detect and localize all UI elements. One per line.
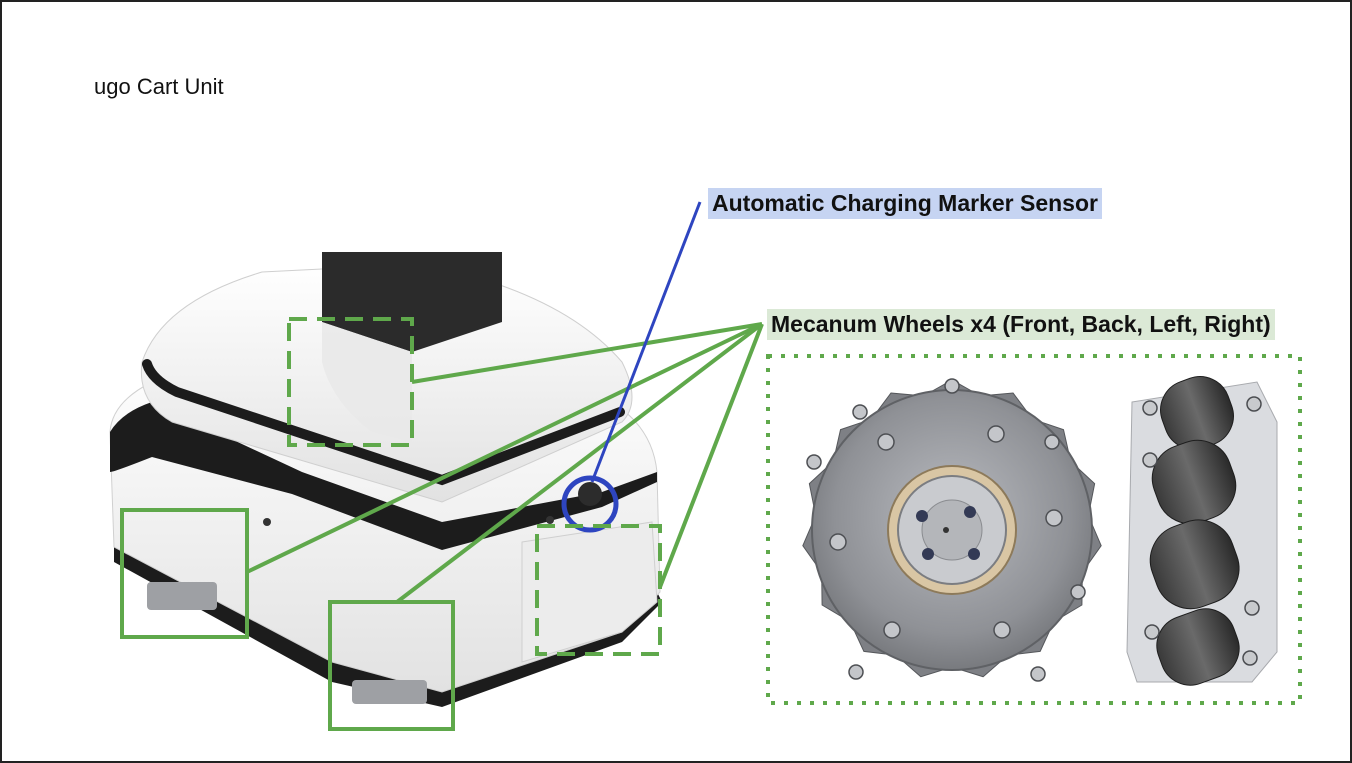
wheel-box-front-right-dashed	[535, 524, 662, 656]
wheels-label: Mecanum Wheels x4 (Front, Back, Left, Ri…	[767, 309, 1275, 341]
sensor-marker-circle	[561, 475, 619, 533]
wheel-box-top-dashed	[287, 317, 414, 447]
wheel-detail-dotted-frame	[766, 354, 1302, 705]
slide-title: ugo Cart Unit	[94, 74, 224, 99]
wheel-box-front-left	[120, 508, 249, 639]
wheel-box-front-center	[328, 600, 455, 731]
mecanum-wheel-side-illustration	[1126, 376, 1278, 686]
robot-cart-illustration	[109, 252, 662, 707]
sensor-label: Automatic Charging Marker Sensor	[708, 188, 1102, 220]
mecanum-wheel-face-illustration	[802, 378, 1102, 682]
wheel-callout-lines	[246, 322, 764, 604]
sensor-callout-line	[590, 201, 702, 483]
